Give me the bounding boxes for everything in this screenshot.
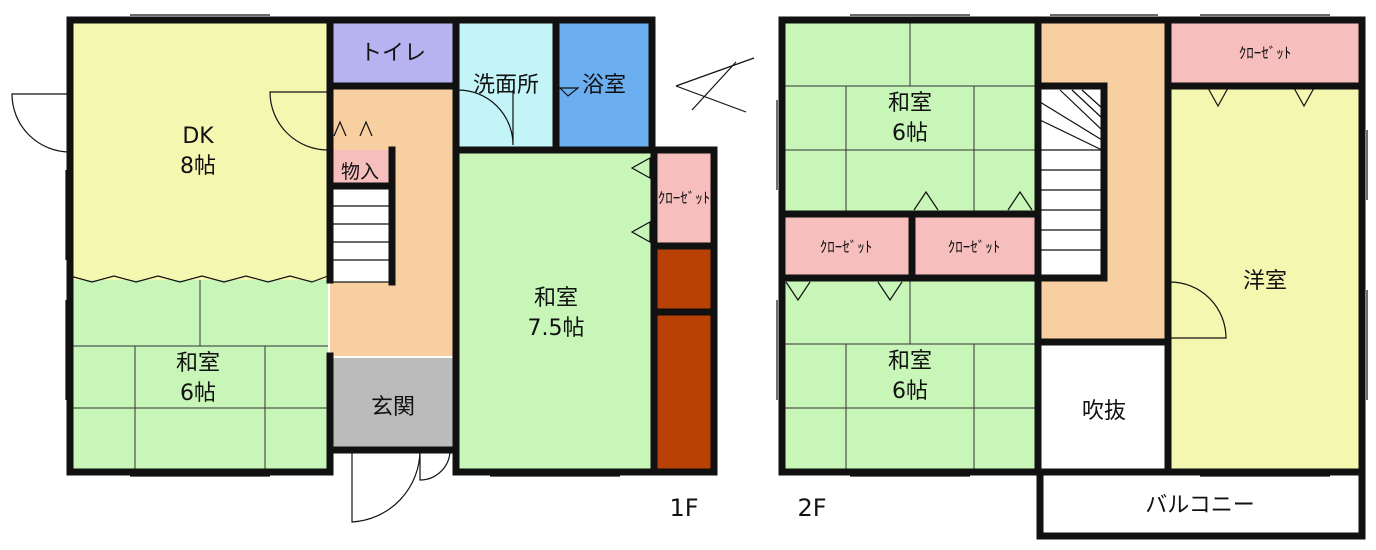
washitsu-75-name-label: 和室 [534,286,578,311]
balcony-label: バルコニー [1145,493,1255,518]
dk-size-label: 8帖 [180,154,216,179]
storage-dark-1 [654,248,714,310]
washitsu-6-1f-size-label: 6帖 [180,381,216,406]
floor-2: 和室 6帖 ｸﾛｰｾﾞｯﾄ ｸﾛｰｾﾞｯﾄ ｸﾛｰｾﾞｯﾄ 和室 6帖 洋室 吹… [776,14,1368,540]
closet-mid-2f-room [912,214,1038,276]
youshitsu-room [1168,84,1362,472]
doors-2f [785,87,1315,339]
north-arrow-icon [675,57,755,113]
washitsu-75-room [458,150,654,472]
bath-label: 浴室 [582,73,626,98]
closet-left-2f-room [782,214,912,276]
closet-1f-label: ｸﾛｰｾﾞｯﾄ [658,189,711,207]
genkan-label: 玄関 [371,395,415,420]
dk-room [70,20,328,280]
closet-left-2f-label: ｸﾛｰｾﾞｯﾄ [820,238,873,256]
senmen-room [458,20,556,150]
tatami-lines-2f [782,20,1038,472]
washitsu-top-2f-size-label: 6帖 [892,121,928,146]
closet-mid-2f-label: ｸﾛｰｾﾞｯﾄ [948,238,1001,256]
toilet-label: トイレ [360,41,426,66]
youshitsu-label: 洋室 [1243,269,1287,294]
stairs-2f [1039,85,1103,279]
washitsu-bottom-2f-name-label: 和室 [888,349,932,374]
monoire-label: 物入 [341,161,379,183]
floor-1-label: 1F [669,494,698,522]
closet-1f-room [654,150,714,244]
bath-room [556,20,652,150]
monoire-room [330,150,390,186]
washitsu-6-1f-room [70,280,328,472]
window-marks-2f [776,14,1368,477]
walls-2f [778,16,1366,540]
accordion-partition [69,275,329,283]
washitsu-6-1f-name-label: 和室 [176,351,220,376]
balcony-area [1040,472,1362,534]
washitsu-bottom-2f-size-label: 6帖 [892,379,928,404]
senmen-label: 洗面所 [473,73,539,98]
dk-name-label: DK [182,124,214,149]
window-marks-1f [65,14,620,477]
doors-1f [11,87,651,523]
walls-1f [66,16,718,476]
washitsu-75-size-label: 7.5帖 [528,316,585,341]
floor-2-label: 2F [797,494,826,522]
tatami-lines-1f-6 [70,280,328,472]
closet-top-2f-room [1168,20,1362,84]
fukinuke-area [1040,342,1168,472]
closet-top-2f-label: ｸﾛｰｾﾞｯﾄ [1239,44,1292,62]
washitsu-top-2f-name-label: 和室 [888,91,932,116]
floor-1: DK 8帖 トイレ 洗面所 浴室 物入 ｸﾛｰｾﾞｯﾄ 和室 7.5帖 和室 6… [11,14,718,523]
fukinuke-label: 吹抜 [1082,399,1126,424]
storage-dark-2 [654,314,714,472]
genkan-room [330,358,456,450]
stairs-1f [331,187,391,283]
toilet-room [330,20,456,86]
